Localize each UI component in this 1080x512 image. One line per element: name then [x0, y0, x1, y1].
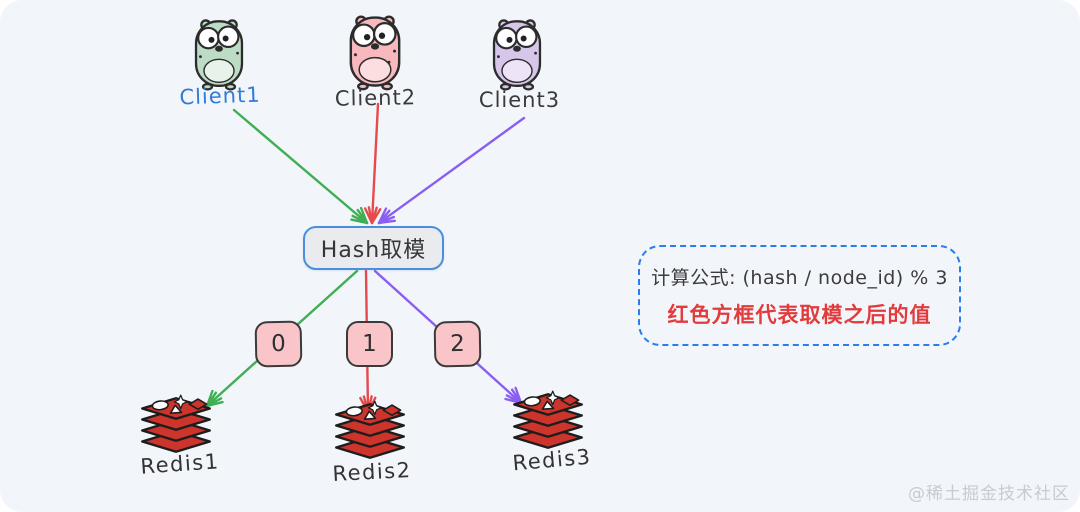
formula-text: 计算公式: (hash / node_id) % 3: [651, 266, 948, 289]
client3-gopher-icon: [492, 19, 542, 91]
client2-label: Client2: [334, 85, 417, 111]
arrow-client3-to-hash: [377, 116, 526, 225]
watermark: @稀土掘金技术社区: [908, 484, 1070, 504]
redis2-label: Redis2: [331, 457, 413, 487]
arrow-client2-to-hash: [364, 102, 382, 225]
redis3-icon: [513, 390, 583, 449]
legend-text: 红色方框代表取模之后的值: [667, 302, 932, 327]
redis1-icon: [141, 394, 211, 453]
mod-value-box-1: 1: [346, 321, 393, 367]
hash-mod-node: Hash取模: [303, 226, 444, 270]
mod-value-box-2: 2: [433, 320, 482, 368]
mod-value-box-0: 0: [254, 320, 303, 368]
arrow-client1-to-hash: [232, 108, 369, 225]
client1-gopher-icon: [194, 19, 244, 91]
client1-label: Client1: [179, 82, 261, 110]
formula-note-box: 计算公式: (hash / node_id) % 3 红色方框代表取模之后的值: [638, 245, 961, 346]
redis2-icon: [335, 400, 405, 459]
client3-label: Client3: [478, 88, 561, 112]
client2-gopher-icon: [349, 15, 401, 91]
